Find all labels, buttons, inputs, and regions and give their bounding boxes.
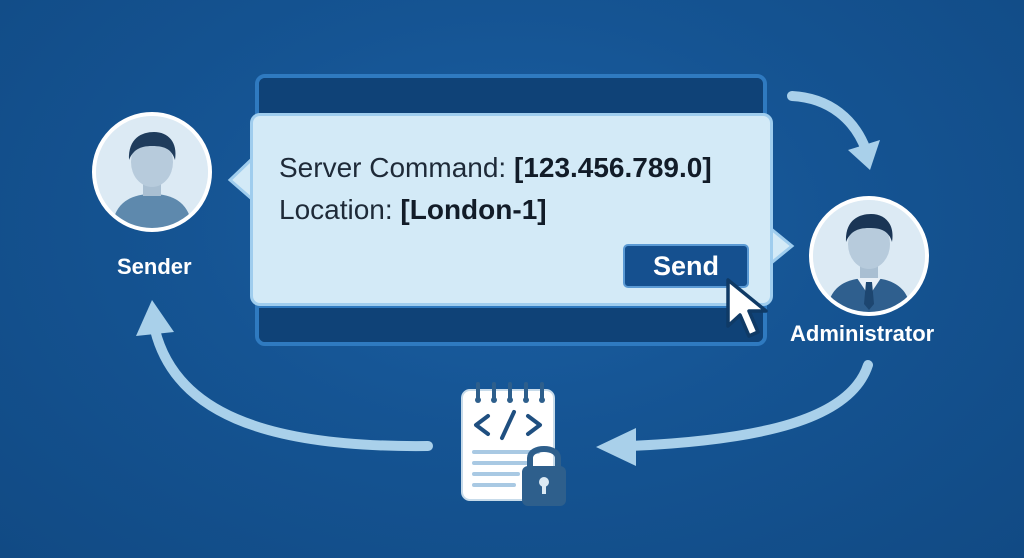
sender-label: Sender bbox=[117, 254, 192, 279]
window-footer bbox=[259, 305, 763, 342]
arrow-to-administrator bbox=[787, 91, 871, 155]
bubble-pointer-right bbox=[768, 224, 795, 268]
location-value: [London-1] bbox=[400, 194, 547, 225]
arrow-to-sender-head bbox=[136, 300, 174, 336]
mouse-pointer-icon bbox=[726, 278, 768, 338]
arrow-from-administrator bbox=[625, 360, 873, 451]
location-label: Location: bbox=[279, 194, 401, 225]
code-document-icon bbox=[461, 382, 566, 506]
message-card: Server Command: [123.456.789.0] Location… bbox=[250, 113, 773, 306]
admin-avatar-icon bbox=[813, 200, 925, 312]
administrator-avatar bbox=[809, 196, 929, 316]
padlock-icon bbox=[522, 446, 566, 506]
user-avatar-icon bbox=[96, 116, 208, 228]
arrow-to-administrator-head bbox=[848, 140, 880, 170]
server-command-line: Server Command: [123.456.789.0] bbox=[279, 152, 712, 184]
server-command-value: [123.456.789.0] bbox=[513, 152, 712, 183]
administrator-label: Administrator bbox=[790, 321, 935, 346]
location-line: Location: [London-1] bbox=[279, 194, 547, 226]
arrow-from-administrator-head bbox=[596, 428, 636, 466]
spiral-binding bbox=[476, 382, 544, 400]
arrow-to-sender bbox=[150, 325, 433, 452]
sender-avatar bbox=[92, 112, 212, 232]
server-command-label: Server Command: bbox=[279, 152, 514, 183]
